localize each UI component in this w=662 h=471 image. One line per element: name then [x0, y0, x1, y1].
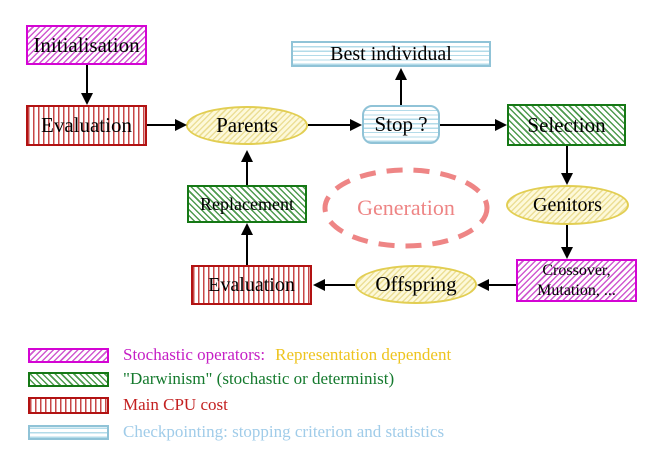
- node-evaluation-top: Evaluation: [26, 105, 147, 146]
- node-best-individual-label: Best individual: [330, 42, 452, 65]
- legend-swatch-stochastic: [28, 347, 109, 363]
- node-crossover-line2: Mutation, ...: [537, 281, 616, 299]
- node-generation-label: Generation: [357, 195, 455, 220]
- node-stop-label: Stop ?: [374, 112, 428, 136]
- node-best-individual: Best individual: [291, 41, 491, 67]
- legend-row-darwinism: "Darwinism" (stochastic or determinist): [28, 368, 394, 390]
- node-offspring-label: Offspring: [375, 272, 457, 296]
- node-crossover-line1: Crossover,: [542, 261, 611, 279]
- node-genitors-label: Genitors: [533, 193, 602, 216]
- generation-dashed-ellipse: [322, 167, 490, 249]
- node-replacement-label: Replacement: [200, 193, 294, 214]
- node-initialisation: Initialisation: [26, 25, 147, 65]
- legend-label-stochastic: Stochastic operators:: [123, 345, 266, 364]
- legend-label-darwinism: "Darwinism" (stochastic or determinist): [123, 369, 395, 388]
- node-crossover-mutation: Crossover, Mutation, ...: [516, 259, 637, 302]
- legend-swatch-checkpointing: [28, 424, 109, 440]
- legend-swatch-darwinism: [28, 371, 109, 387]
- node-initialisation-label: Initialisation: [33, 32, 140, 57]
- node-evaluation-bottom: Evaluation: [191, 265, 312, 305]
- node-evaluation-top-label: Evaluation: [41, 113, 132, 137]
- node-stop: Stop ?: [362, 105, 440, 144]
- legend-label-checkpointing: Checkpointing: stopping criterion and st…: [123, 422, 445, 441]
- node-parents-label: Parents: [216, 113, 278, 137]
- legend-label-cpu-cost: Main CPU cost: [123, 395, 228, 414]
- node-selection-label: Selection: [527, 112, 606, 137]
- legend-row-checkpointing: Checkpointing: stopping criterion and st…: [28, 421, 444, 443]
- node-offspring: Offspring: [355, 265, 477, 304]
- legend-row-stochastic: Stochastic operators: Representation dep…: [28, 344, 451, 366]
- node-parents: Parents: [186, 106, 308, 145]
- legend-swatch-cpu-cost: [28, 396, 109, 414]
- legend-row-cpu-cost: Main CPU cost: [28, 394, 228, 416]
- node-generation: Generation: [321, 166, 491, 250]
- node-evaluation-bottom-label: Evaluation: [208, 273, 295, 296]
- node-replacement: Replacement: [187, 185, 307, 223]
- legend-label-representation: Representation dependent: [275, 345, 452, 364]
- node-genitors: Genitors: [506, 185, 629, 225]
- node-selection: Selection: [507, 104, 626, 146]
